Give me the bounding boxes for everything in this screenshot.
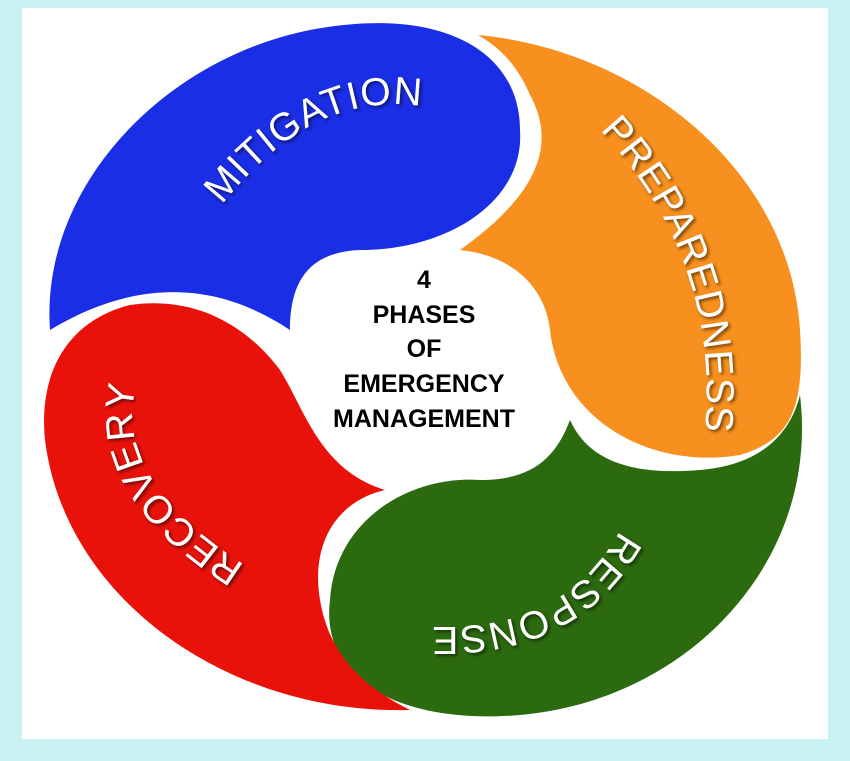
center-title-line-5: MANAGEMENT bbox=[333, 405, 515, 433]
preparedness-petal bbox=[460, 35, 801, 458]
center-title-line-1: 4 bbox=[417, 266, 431, 294]
response-petal bbox=[329, 395, 803, 717]
recovery-petal bbox=[44, 303, 410, 711]
mitigation-petal bbox=[49, 23, 521, 330]
center-title-line-3: OF bbox=[407, 335, 442, 363]
center-title-line-2: PHASES bbox=[373, 301, 476, 329]
center-title-line-4: EMERGENCY bbox=[343, 370, 504, 398]
